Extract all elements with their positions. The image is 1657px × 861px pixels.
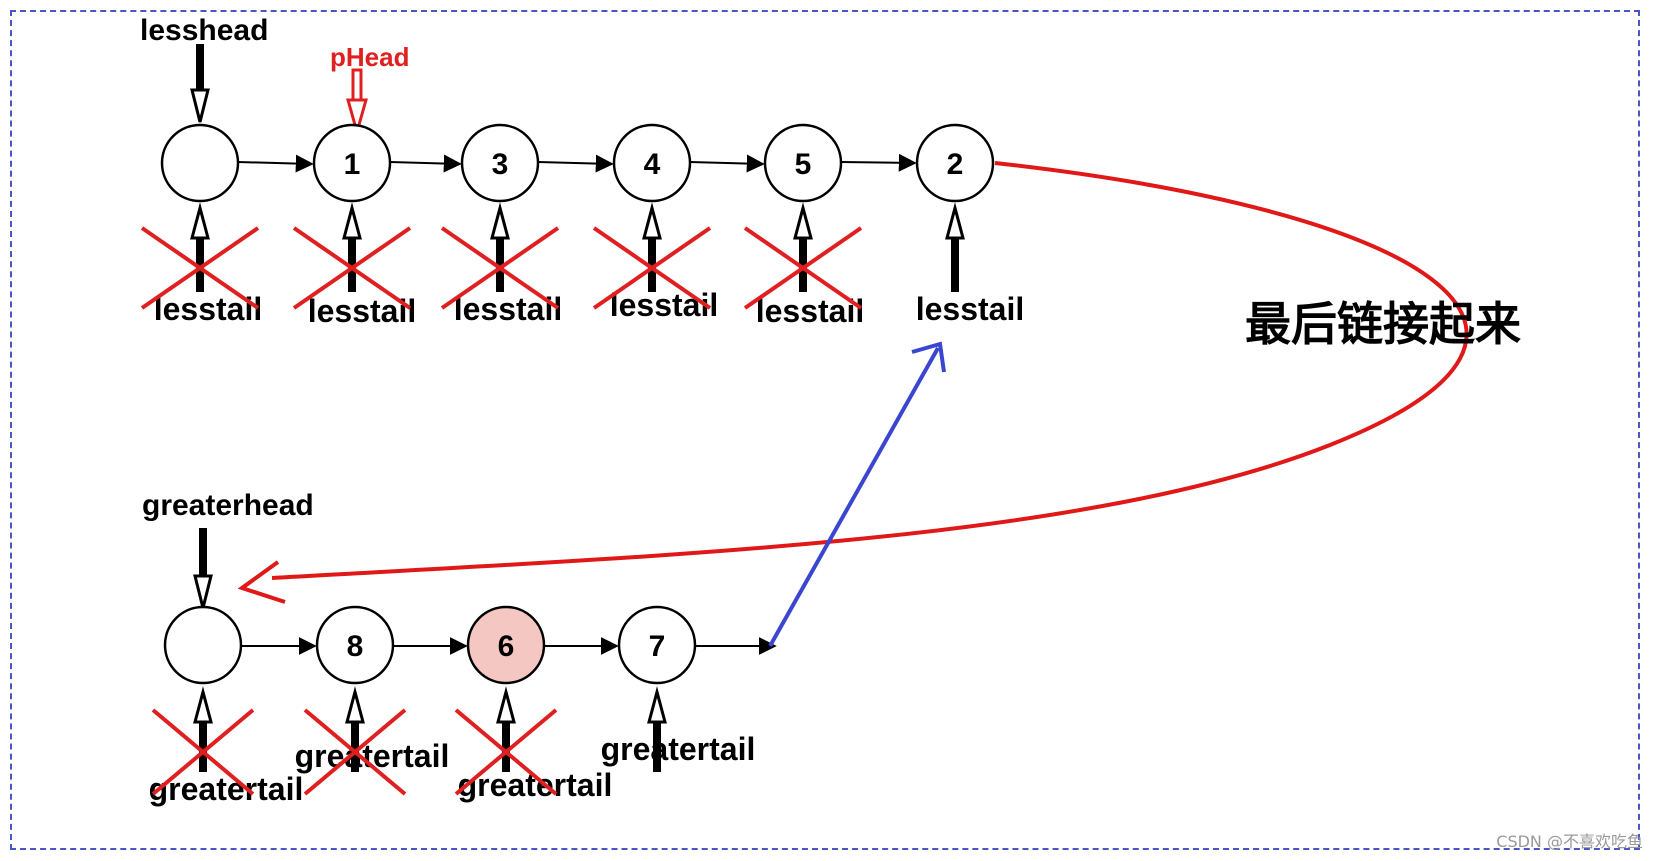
greatertail-pointer-arrow — [345, 686, 365, 772]
crossed-out-mark — [454, 708, 558, 796]
less-node: 3 — [460, 123, 540, 203]
lesstail-pointer-arrow — [190, 202, 210, 292]
lesstail-pointer-arrow — [793, 202, 813, 292]
lesstail-pointer-arrow — [490, 202, 510, 292]
node-value: 7 — [649, 630, 666, 663]
node-value: 2 — [947, 148, 964, 181]
greatertail-pointer-arrow — [496, 686, 516, 772]
connector-blue-arrowhead — [911, 341, 946, 373]
link-curve-red — [271, 161, 1469, 580]
watermark-text: CSDN @不喜欢吃鱼 — [1496, 832, 1643, 851]
next-link-arrow — [237, 154, 314, 173]
connector-blue — [768, 347, 940, 647]
next-link-arrow — [537, 154, 614, 173]
crossed-out-mark — [151, 708, 255, 796]
greater-node: 6 — [466, 605, 546, 685]
lesshead-label: lesshead — [140, 14, 268, 47]
node-value: 8 — [347, 630, 364, 663]
node-value: 4 — [644, 148, 661, 181]
greater-node: 8 — [315, 605, 395, 685]
lesstail-pointer-arrow — [342, 202, 362, 292]
next-link-arrow — [389, 154, 462, 173]
next-link-arrow — [689, 154, 765, 173]
less-node: 2 — [915, 123, 995, 203]
crossed-out-mark — [592, 226, 712, 310]
crossed-out-mark — [440, 226, 560, 310]
crossed-out-mark — [743, 226, 863, 310]
node-circle — [915, 123, 995, 203]
phead-label: pHead — [330, 42, 409, 72]
next-link-arrow — [840, 153, 917, 172]
crossed-out-mark — [303, 708, 407, 796]
less-node: 4 — [612, 123, 692, 203]
less-node: 1 — [312, 123, 392, 203]
crossed-out-mark — [140, 226, 260, 310]
selection-frame — [10, 10, 1640, 850]
greaterhead-label: greaterhead — [142, 489, 314, 522]
greaterhead-pointer-arrow — [193, 528, 213, 609]
lesstail-label: lesstail — [610, 287, 719, 323]
crossed-out-mark — [292, 226, 412, 310]
lesstail-pointer-arrow — [945, 202, 965, 292]
node-value: 6 — [498, 630, 515, 663]
node-value: 5 — [795, 148, 812, 181]
phead-pointer-arrow — [346, 68, 368, 138]
lesstail-pointer-arrow — [642, 202, 662, 292]
greatertail-label: greatertail — [601, 731, 756, 767]
node-value: 3 — [492, 148, 509, 181]
link-curve-arrowhead — [237, 560, 286, 604]
node-value: 1 — [344, 148, 361, 181]
lesshead-pointer-arrow — [190, 44, 210, 123]
annotation-text: 最后链接起来 — [1245, 298, 1521, 350]
greatertail-pointer-arrow — [647, 686, 667, 772]
lesstail-label: lesstail — [916, 291, 1025, 327]
greatertail-pointer-arrow — [193, 686, 213, 772]
